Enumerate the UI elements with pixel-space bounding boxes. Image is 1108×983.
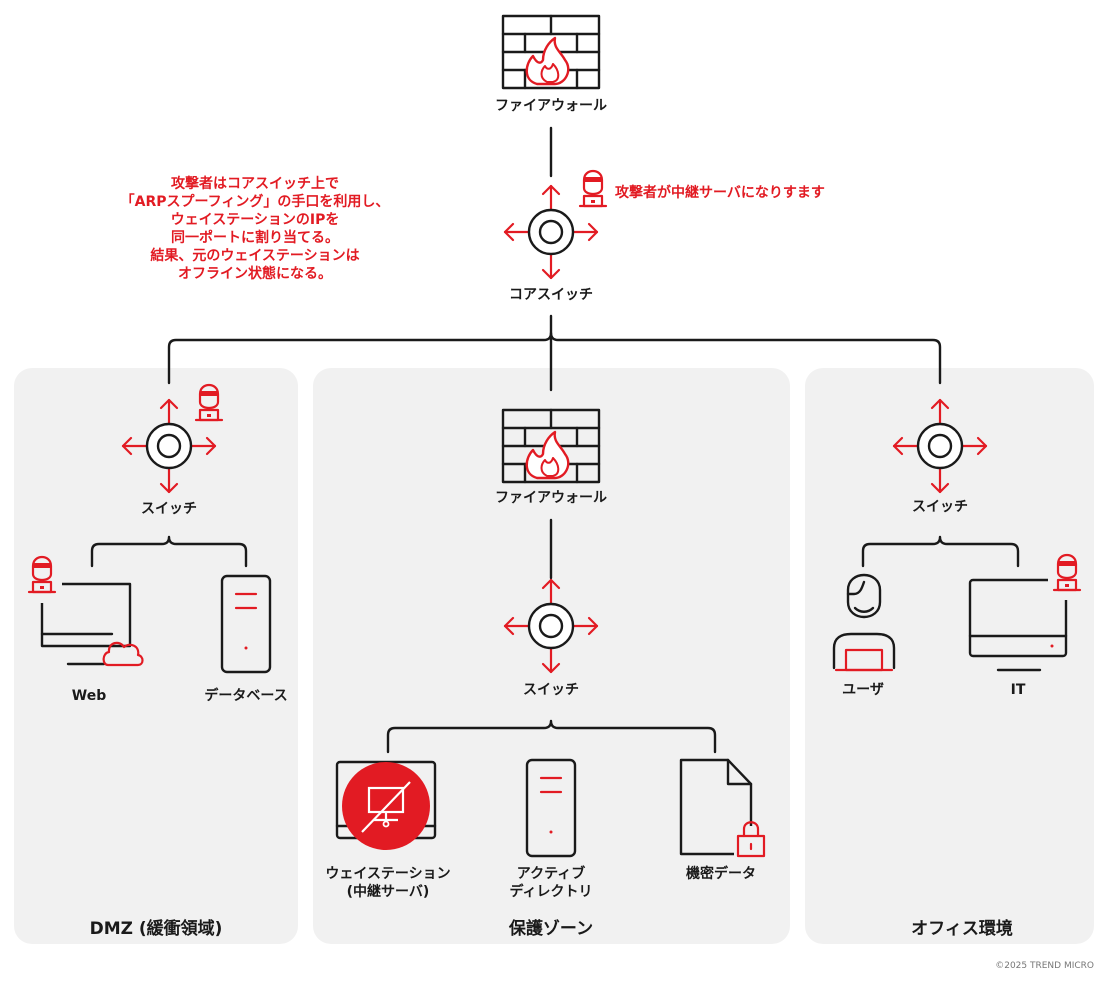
zone-office-background (805, 368, 1094, 944)
zone-dmz-label: DMZ (緩衝領域) (90, 918, 223, 939)
web-monitor-icon (40, 582, 132, 666)
core-switch-label: コアスイッチ (509, 287, 593, 303)
it-monitor-icon (968, 578, 1068, 672)
database-label: データベース (204, 687, 287, 704)
connection-lines (90, 126, 1020, 754)
ad-label-line2: ディレクトリ (509, 883, 592, 900)
confidential-data-label: 機密データ (686, 865, 756, 882)
it-label: IT (1011, 682, 1026, 698)
left-annotation: 攻撃者はコアスイッチ上で 「ARPスプーフィング」の手口を利用し、 ウェイステー… (121, 175, 390, 282)
office-switch-label: スイッチ (912, 499, 968, 515)
zone-office-label: オフィス環境 (911, 918, 1013, 939)
dmz-switch-label: スイッチ (141, 501, 197, 517)
left-note-line: オフライン状態になる。 (178, 265, 332, 282)
protected-firewall-label: ファイアウォール (495, 490, 607, 506)
workstation-blocked-icon (335, 760, 437, 850)
firewall-icon (501, 14, 601, 90)
cloud-icon (102, 641, 144, 667)
user-label: ユーザ (842, 682, 884, 698)
workstation-label-line2: (中継サーバ) (347, 883, 430, 900)
protected-switch-label: スイッチ (523, 682, 579, 698)
ad-label-line1: アクティブ (517, 865, 585, 882)
workstation-label-line1: ウェイステーション (325, 866, 450, 882)
zone-dmz-background (14, 368, 298, 944)
left-note-line: 同一ポートに割り当てる。 (171, 229, 339, 246)
zone-protected-label: 保護ゾーン (508, 918, 593, 939)
left-note-line: ウェイステーションのIPを (171, 212, 340, 228)
left-note-line: 「ARPスプーフィング」の手口を利用し、 (121, 193, 390, 210)
document-icon (679, 758, 753, 856)
hacker-icon (578, 169, 608, 208)
firewall-top-label: ファイアウォール (495, 98, 607, 114)
lock-icon (734, 821, 766, 860)
user-icon (832, 573, 896, 672)
left-note-line: 結果、元のウェイステーションは (150, 247, 359, 264)
left-note-line: 攻撃者はコアスイッチ上で (171, 175, 339, 192)
right-annotation: 攻撃者が中継サーバになりすます (615, 184, 825, 201)
copyright: ©2025 TREND MICRO (995, 961, 1094, 971)
web-label: Web (72, 688, 106, 704)
